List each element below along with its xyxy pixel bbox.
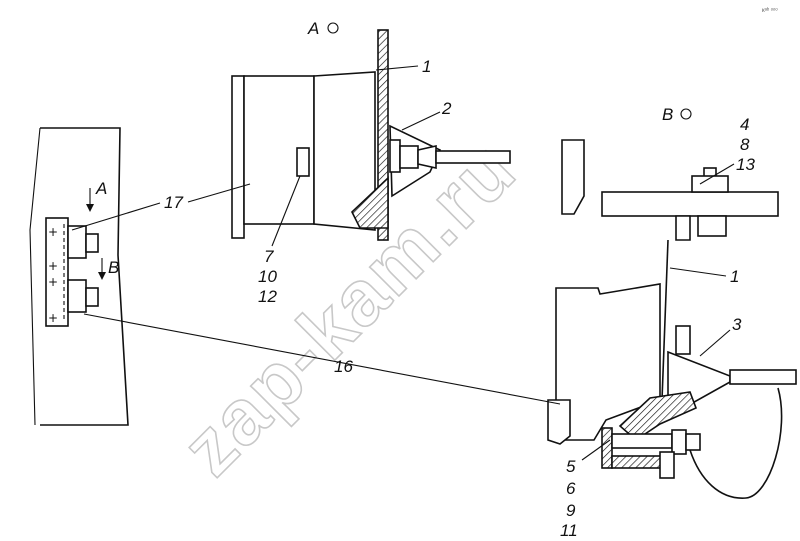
base-lug [659,451,675,479]
rubber-boot [351,176,389,229]
cable-a [435,150,511,164]
leader-16 [83,313,561,405]
lower-fuse-body [67,279,87,313]
inner-bolt-b [675,325,691,355]
box-outline [40,127,129,426]
base-section [601,427,613,469]
lower-bolt-nut [697,215,727,237]
terminal-washer [389,139,401,173]
upper-fuse-nut [85,233,99,253]
arrow-b-head [98,272,106,280]
view-b-title: В [662,105,673,124]
plus-sign-3: + [48,275,58,289]
callout-5: 5 [566,457,576,476]
bracket-beam [601,191,779,217]
battery-box-overview: + + + + А В [29,127,129,426]
callout-8: 8 [740,135,750,154]
callout-16: 16 [334,357,353,376]
view-a-assembly: А [231,19,511,241]
callout-12: 12 [258,287,277,306]
terminal-strip [45,217,69,327]
leader-lines [71,65,735,461]
cable-b [729,369,797,385]
corner-mark: кᵃᵇ ᵒᵒᵒ [762,7,778,14]
box-side [29,127,41,426]
housing-hook [547,399,571,445]
callout-6: 6 [566,479,576,498]
callout-1-top: 1 [422,57,431,76]
inner-bolt [296,147,310,177]
callout-2: 2 [441,99,452,118]
base-nut [671,429,687,455]
leader-5-6-9-11 [581,439,611,461]
callout-7: 7 [264,247,274,266]
bracket-post [561,139,585,215]
terminal-nut [399,145,419,169]
callout-4: 4 [740,115,749,134]
view-a-circle-icon [327,22,339,34]
leader-17 [187,183,251,203]
base-bolt-shank [611,433,673,449]
base-washer [685,433,701,451]
callout-17: 17 [164,193,183,212]
leader-1-bottom [669,267,727,277]
strap-line [661,239,669,401]
housing-back-plate [231,75,245,239]
callout-3: 3 [732,315,742,334]
housing-front [313,71,376,231]
arrow-a-label: А [95,179,107,198]
callout-1-bottom: 1 [730,267,739,286]
leader-2 [401,111,441,131]
lower-fuse-nut [85,287,99,307]
callout-9: 9 [566,501,576,520]
arrow-a-head [86,204,94,212]
view-b-circle-icon [680,108,692,120]
ground-wire [689,387,783,499]
upper-fuse-body [67,225,87,259]
plus-sign-1: + [48,225,58,239]
plus-sign-4: + [48,311,58,325]
leader-17-overview [71,202,161,231]
callout-13: 13 [736,155,755,174]
top-bolt-nut [691,175,729,193]
view-b-assembly: В [547,105,797,499]
leader-4-8-13 [699,163,735,185]
bracket-drop [675,215,691,241]
plus-sign-2: + [48,259,58,273]
leader-3 [699,329,731,357]
terminal-lug [417,145,437,169]
leader-1-top [375,65,419,71]
panel-section [377,29,389,241]
callout-10: 10 [258,267,277,286]
callout-11: 11 [560,521,578,540]
leader-7-10-12 [271,175,301,247]
view-a-title: А [307,19,319,38]
arrow-b-label: В [108,258,119,277]
callouts: 1 2 4 8 13 17 7 10 12 1 3 16 5 6 9 11 [164,57,755,540]
